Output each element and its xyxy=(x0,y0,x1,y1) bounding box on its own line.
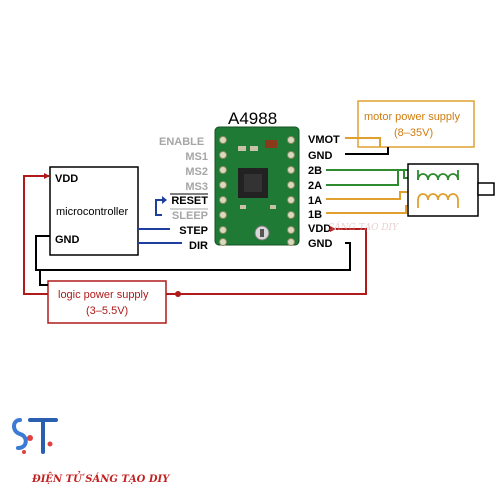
logic-supply-name: logic power supply xyxy=(58,289,149,301)
pin-ms1: MS1 xyxy=(185,151,208,163)
brand-name: ĐIỆN TỬ SÁNG TẠO DIY xyxy=(31,472,170,485)
logic-junction xyxy=(175,291,181,297)
a4988-board xyxy=(214,126,300,246)
driver-right-pins: VMOT GND 2B 2A 1A 1B VDD GND xyxy=(308,134,340,250)
pin-reset: RESET xyxy=(171,195,208,207)
pin-ms3: MS3 xyxy=(185,181,208,193)
logic-vdd-wire xyxy=(166,228,367,295)
pin-vmot: VMOT xyxy=(308,134,340,146)
watermark-text: SÁNG TẠO DIY xyxy=(328,221,399,233)
pin-ms2: MS2 xyxy=(185,166,208,178)
coil-2a-wire xyxy=(326,169,412,186)
coil-2b-wire xyxy=(326,169,412,179)
microcontroller-box xyxy=(49,166,139,256)
pin-enable: ENABLE xyxy=(159,136,204,148)
mcu-name: microcontroller xyxy=(56,206,128,218)
driver-left-pins: ENABLE MS1 MS2 MS3 RESET SLEEP STEP DIR xyxy=(159,136,208,252)
logic-supply-box xyxy=(47,280,167,324)
pin-gnd-motor: GND xyxy=(308,150,333,162)
motor-supply-box xyxy=(357,100,475,148)
pin-1a: 1A xyxy=(308,195,322,207)
pin-vdd-logic: VDD xyxy=(308,223,331,235)
motor-supply-name: motor power supply xyxy=(364,111,460,123)
pin-sleep: SLEEP xyxy=(172,210,208,222)
vdd-arrow-icon xyxy=(330,226,336,232)
logic-supply-range: (3–5.5V) xyxy=(86,305,128,317)
pin-2a: 2A xyxy=(308,180,322,192)
stepper-motor xyxy=(407,163,495,217)
motor-gnd-wire xyxy=(345,147,389,155)
reset-arrow-icon xyxy=(162,196,167,204)
pin-step: STEP xyxy=(179,225,208,237)
pin-2b: 2B xyxy=(308,165,322,177)
mcu-vdd-arrow-icon xyxy=(44,173,50,179)
coil-1b-wire xyxy=(326,205,412,214)
vmot-wire xyxy=(345,137,381,147)
logic-gnd-wire xyxy=(39,270,48,286)
pin-1b: 1B xyxy=(308,209,322,221)
pin-gnd-logic: GND xyxy=(308,238,333,250)
driver-title: A4988 xyxy=(228,109,277,128)
brand-logo xyxy=(12,418,58,454)
reset-sleep-jumper xyxy=(155,199,162,216)
ground-wire xyxy=(35,235,351,271)
coil-1a-wire xyxy=(326,191,412,200)
mcu-vdd-wire xyxy=(23,175,50,295)
motor-supply-range: (8–35V) xyxy=(394,127,433,139)
mcu-gnd-label: GND xyxy=(55,234,80,246)
pin-dir: DIR xyxy=(189,240,208,252)
mcu-vdd-label: VDD xyxy=(55,173,78,185)
